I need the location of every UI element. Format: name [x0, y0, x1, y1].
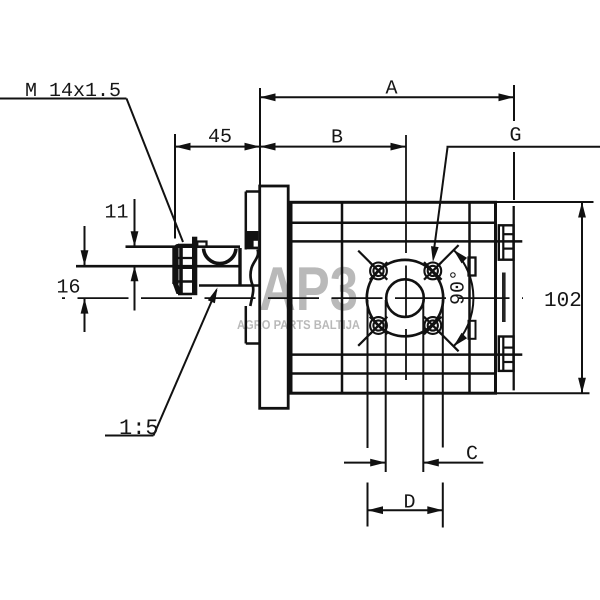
svg-text:M 14x1.5: M 14x1.5	[25, 80, 121, 103]
svg-text:90°: 90°	[448, 269, 471, 305]
svg-text:D: D	[404, 492, 416, 515]
svg-text:A: A	[386, 78, 398, 101]
svg-text:1:5: 1:5	[119, 416, 159, 441]
svg-text:AGRO PARTS BALTIJA: AGRO PARTS BALTIJA	[237, 317, 360, 332]
svg-text:45: 45	[208, 126, 232, 149]
svg-text:B: B	[331, 127, 343, 150]
svg-text:16: 16	[57, 277, 81, 300]
svg-text:11: 11	[105, 202, 129, 225]
svg-text:G: G	[510, 125, 522, 148]
svg-text:102: 102	[544, 290, 582, 313]
svg-text:C: C	[466, 443, 478, 466]
